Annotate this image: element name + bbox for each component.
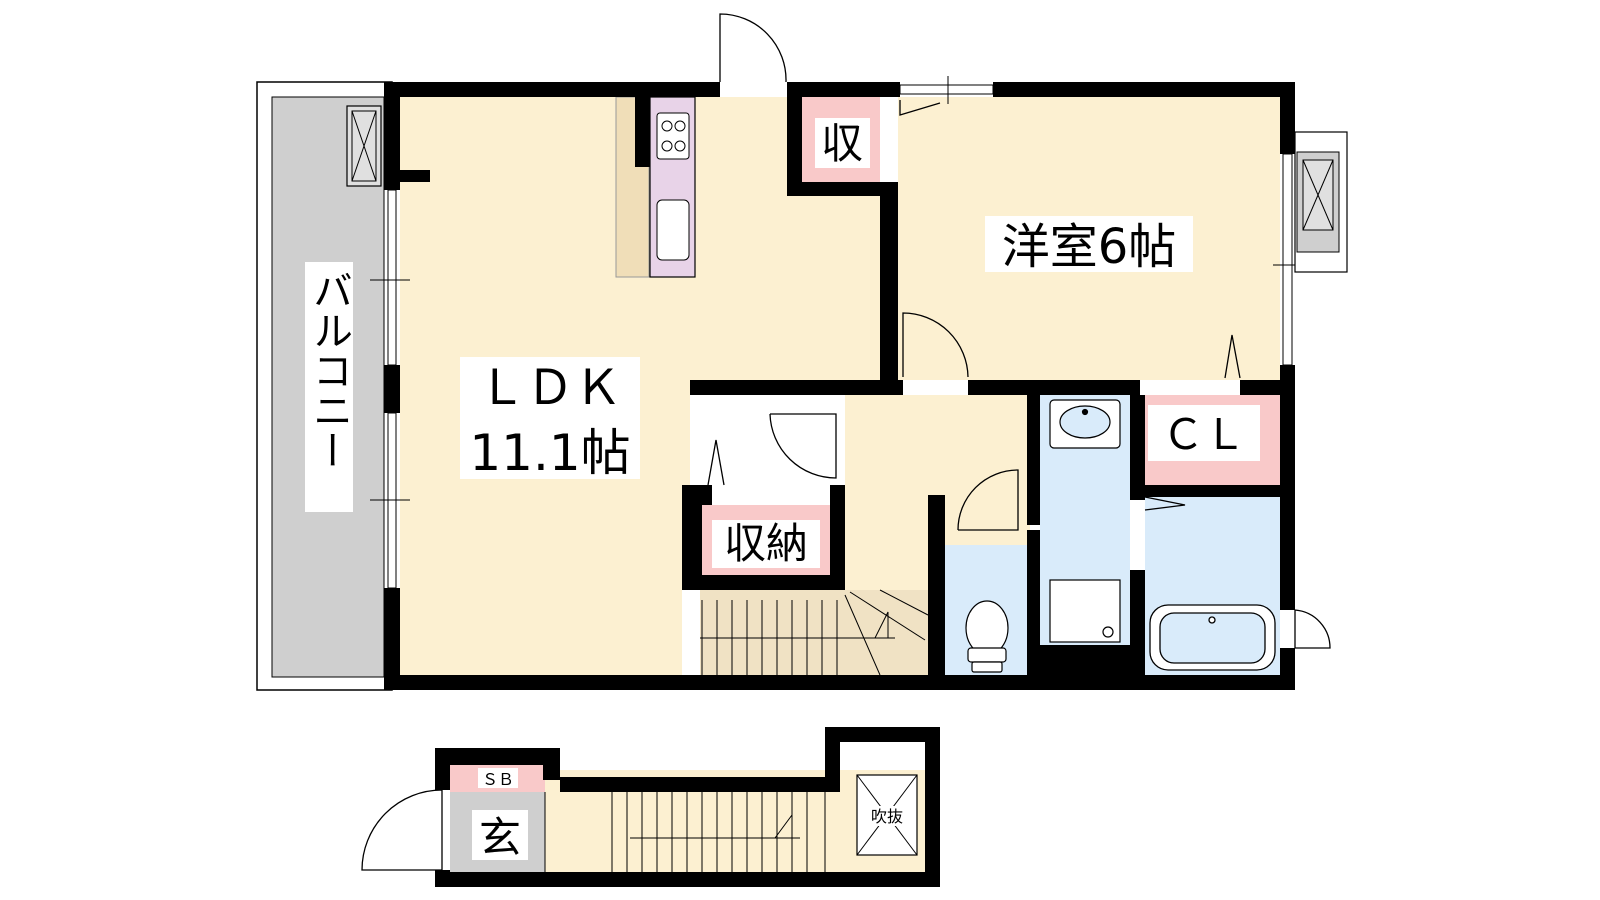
windows xyxy=(370,76,1300,589)
stove-burner-icon xyxy=(674,140,686,152)
stove-burner-icon xyxy=(674,120,686,132)
walls xyxy=(384,82,1295,690)
entrance-area: ＳＢ 玄 xyxy=(361,727,940,887)
shoe-box-label: ＳＢ xyxy=(482,770,514,789)
storage-small-label: 収 xyxy=(821,119,863,168)
sink-icon xyxy=(656,199,690,261)
stove-burner-icon xyxy=(661,140,673,152)
void-label: 吹抜 xyxy=(871,807,903,826)
washbasin-icon xyxy=(1049,399,1121,449)
ldk-size-label: 11.1帖 xyxy=(469,424,630,482)
washing-machine-space xyxy=(1049,579,1121,643)
room-labels: ＬＤＫ 11.1帖 洋室6帖 収 収納 ＣＬ xyxy=(460,118,1260,568)
outdoor-unit-icon xyxy=(1294,131,1348,273)
balcony-label: バルコニー xyxy=(306,270,352,470)
closet-label: ＣＬ xyxy=(1162,410,1246,459)
doors xyxy=(707,13,1331,649)
bathtub-icon xyxy=(1149,604,1276,671)
ldk-label: ＬＤＫ xyxy=(478,360,622,416)
outdoor-unit-icon xyxy=(346,105,382,187)
void-icon xyxy=(856,774,918,856)
balcony: バルコニー xyxy=(256,81,393,691)
stove-burner-icon xyxy=(661,120,673,132)
entrance-label: 玄 xyxy=(479,813,521,862)
entrance-staircase xyxy=(611,792,826,872)
staircase xyxy=(700,589,929,676)
kitchen-counter xyxy=(649,96,696,278)
storage-label: 収納 xyxy=(724,519,808,568)
western-room-label: 洋室6帖 xyxy=(1002,219,1177,275)
toilet-icon xyxy=(965,600,1009,673)
